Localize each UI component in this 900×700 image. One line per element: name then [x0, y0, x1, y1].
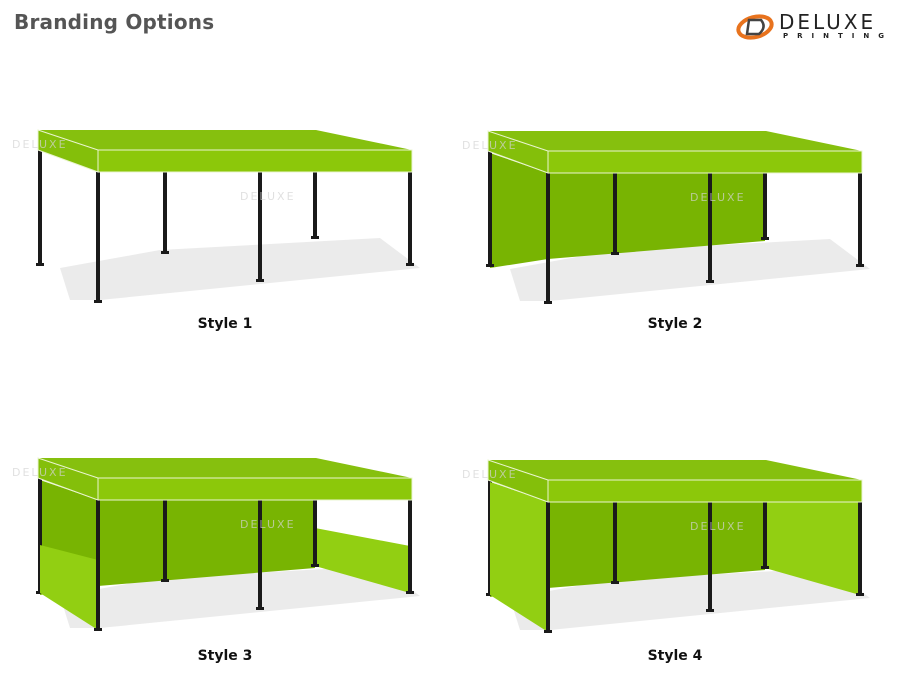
- tent-leg: [38, 478, 42, 593]
- tent-leg: [858, 173, 862, 266]
- canopy-top: [38, 130, 412, 150]
- leg-foot: [94, 300, 102, 303]
- logo-subtext: PRINTING: [783, 32, 893, 40]
- tent-leg: [488, 151, 492, 266]
- watermark-logo: DELUXE: [12, 138, 68, 151]
- leg-foot: [36, 263, 44, 266]
- tent-leg: [258, 172, 262, 281]
- canopy-top: [488, 460, 862, 480]
- canopy-top: [38, 458, 412, 478]
- back-wall: [490, 153, 765, 268]
- tent-1: DELUXE DELUXE: [12, 129, 420, 303]
- leg-foot: [544, 630, 552, 633]
- canopy-front-valance: [97, 149, 413, 173]
- watermark-logo: DELUXE: [462, 468, 518, 481]
- tent-leg: [96, 172, 100, 302]
- tent-leg: [708, 173, 712, 282]
- leg-foot: [706, 280, 714, 283]
- tent-leg: [96, 500, 100, 630]
- tent-leg: [546, 502, 550, 632]
- tent-leg: [763, 502, 767, 568]
- leg-foot: [706, 609, 714, 612]
- style-label: Style 4: [647, 648, 703, 664]
- tent-3: DELUXE DELUXE: [12, 457, 420, 631]
- tent-leg: [613, 502, 617, 583]
- leg-foot: [256, 279, 264, 282]
- tent-leg: [163, 172, 167, 253]
- tent-leg: [163, 500, 167, 581]
- right-half-wall: [315, 528, 410, 593]
- canopy-front-valance: [97, 477, 413, 501]
- tent-leg: [546, 173, 550, 303]
- watermark-logo: DELUXE: [462, 139, 518, 152]
- leg-foot: [406, 591, 414, 594]
- leg-foot: [761, 237, 769, 240]
- leg-foot: [406, 263, 414, 266]
- style-label: Style 3: [197, 648, 253, 664]
- canopy-front-valance: [547, 479, 863, 503]
- leg-foot: [611, 252, 619, 255]
- left-wall: [490, 482, 548, 632]
- canopy-top: [488, 131, 862, 151]
- back-wall: [490, 482, 765, 597]
- tent-4: DELUXE DELUXE: [462, 459, 870, 633]
- watermark-logo: DELUXE: [690, 191, 746, 204]
- tent-leg: [313, 172, 317, 238]
- tent-leg: [408, 500, 412, 593]
- back-wall: [40, 480, 315, 595]
- leg-foot: [256, 607, 264, 610]
- leg-foot: [311, 564, 319, 567]
- tent-leg: [613, 173, 617, 254]
- tent-leg: [258, 500, 262, 609]
- leg-foot: [761, 566, 769, 569]
- logo-swoosh-icon: [736, 14, 774, 40]
- brand-logo: DELUXE PRINTING: [735, 10, 890, 44]
- right-wall: [765, 502, 860, 595]
- tent-leg: [763, 173, 767, 239]
- leg-foot: [611, 581, 619, 584]
- tent-leg: [858, 502, 862, 595]
- style-label: Style 1: [197, 316, 253, 332]
- leg-foot: [856, 264, 864, 267]
- tent-leg: [408, 172, 412, 265]
- left-half-wall: [40, 545, 98, 630]
- logo-text: DELUXE: [779, 10, 877, 34]
- watermark-logo: DELUXE: [690, 520, 746, 533]
- leg-foot: [544, 301, 552, 304]
- leg-foot: [856, 593, 864, 596]
- watermark-logo: DELUXE: [12, 466, 68, 479]
- leg-foot: [161, 579, 169, 582]
- watermark-logo: DELUXE: [240, 518, 296, 531]
- canopy-front-valance: [547, 150, 863, 174]
- leg-foot: [311, 236, 319, 239]
- tent-leg: [708, 502, 712, 611]
- leg-foot: [486, 264, 494, 267]
- tent-leg: [313, 500, 317, 566]
- style-label: Style 2: [647, 316, 703, 332]
- watermark-logo: DELUXE: [240, 190, 296, 203]
- tent-leg: [38, 150, 42, 265]
- leg-foot: [161, 251, 169, 254]
- ground-shadow: [60, 238, 420, 300]
- leg-foot: [94, 628, 102, 631]
- page-title: Branding Options: [14, 10, 215, 34]
- tent-2: DELUXE DELUXE: [462, 130, 870, 304]
